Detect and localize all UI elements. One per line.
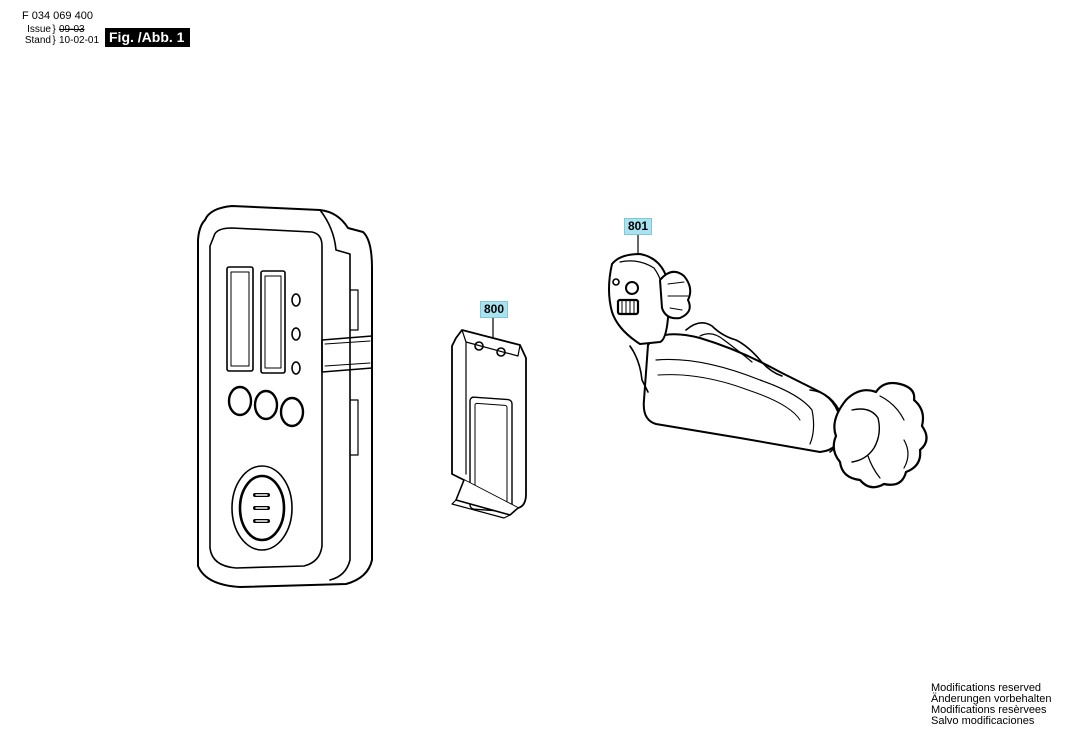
battery-cover-illustration: [451, 316, 527, 519]
stand-label: Stand: [24, 35, 51, 46]
document-number: F 034 069 400: [22, 10, 93, 22]
brace-icon: }: [52, 35, 56, 46]
mounting-bracket-illustration: [608, 233, 928, 489]
part-label-800: 800: [480, 301, 509, 318]
laser-receiver-illustration: [197, 205, 373, 588]
modifications-line-fr: Modifications resèrvees: [931, 704, 1047, 716]
issue-label: Issue: [27, 24, 51, 35]
stand-row: Stand } 10-02-01: [20, 35, 99, 46]
figure-label: Fig. /Abb. 1: [105, 28, 191, 47]
issue-value: 09-03: [59, 24, 85, 35]
modifications-notice: Modifications reserved Änderungen vorbeh…: [931, 683, 1051, 727]
modifications-line-en: Modifications reserved: [931, 682, 1042, 694]
stand-value: 10-02-01: [59, 35, 100, 46]
revision-block: Issue } 09-03 Stand } 10-02-01: [20, 24, 99, 46]
part-label-801: 801: [624, 218, 653, 235]
modifications-line-de: Änderungen vorbehalten: [931, 693, 1052, 705]
issue-row: Issue } 09-03: [20, 24, 99, 35]
modifications-line-es: Salvo modificaciones: [931, 715, 1035, 727]
brace-icon: }: [52, 24, 56, 35]
